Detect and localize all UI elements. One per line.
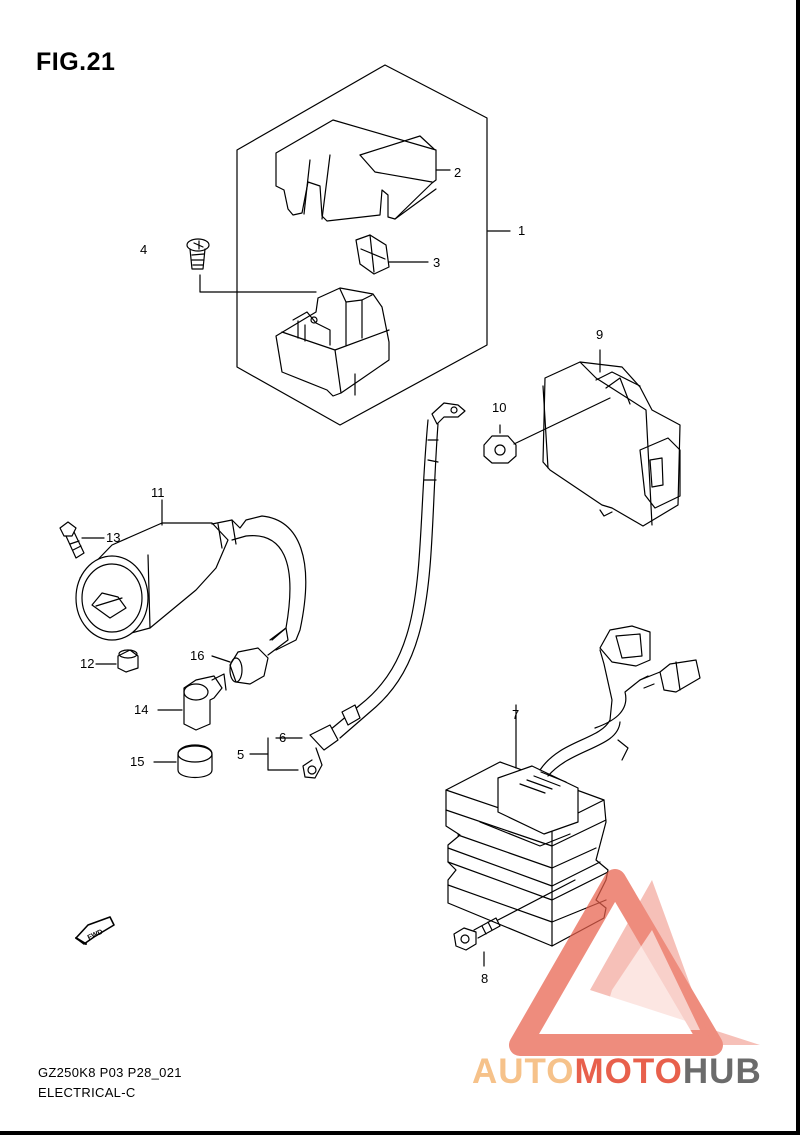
figure-code: GZ250K8 P03 P28_021 [38,1065,182,1080]
callout-16: 16 [190,648,204,663]
callout-8: 8 [481,971,488,986]
watermark-text: AUTOMOTOHUB [472,1052,762,1092]
callout-2: 2 [454,165,461,180]
callout-9: 9 [596,327,603,342]
frame-border-bottom [0,1131,800,1135]
callout-15: 15 [130,754,144,769]
leader-line [199,274,317,293]
triangle-logo-icon [509,869,760,1056]
fwd-arrow-icon [75,916,115,945]
watermark-text-part1: AUTO [472,1052,575,1091]
starter-relay [275,287,390,397]
ignition-coil [75,499,307,651]
bolt-13 [59,521,105,559]
seal-16 [211,627,289,685]
watermark-text-part2: MOTO [574,1052,683,1091]
bolt-8 [453,879,576,967]
callout-14: 14 [134,702,148,717]
callout-6: 6 [279,730,286,745]
ground-wire [249,402,466,779]
sleeve-12 [95,649,139,673]
cover-15 [153,744,213,779]
callout-10: 10 [492,400,506,415]
callout-5: 5 [237,747,244,762]
callout-13: 13 [106,530,120,545]
callout-3: 3 [433,255,440,270]
callout-12: 12 [80,656,94,671]
callout-11: 11 [151,485,165,500]
relay-cover [275,119,437,222]
plug-cap-14 [157,673,227,731]
callout-4: 4 [140,242,147,257]
assembly-frame [236,64,488,426]
callout-7: 7 [512,707,519,722]
frame-border-right [796,0,800,1135]
regulator-rectifier [445,625,701,947]
watermark-text-part3: HUB [682,1052,762,1091]
screw-4 [186,238,210,270]
fuse [355,234,390,275]
callout-1: 1 [518,223,525,238]
ignitor-unit [542,349,681,527]
section-title: ELECTRICAL-C [38,1085,136,1100]
figure-title: FIG.21 [36,48,116,76]
nut-10 [483,397,611,464]
